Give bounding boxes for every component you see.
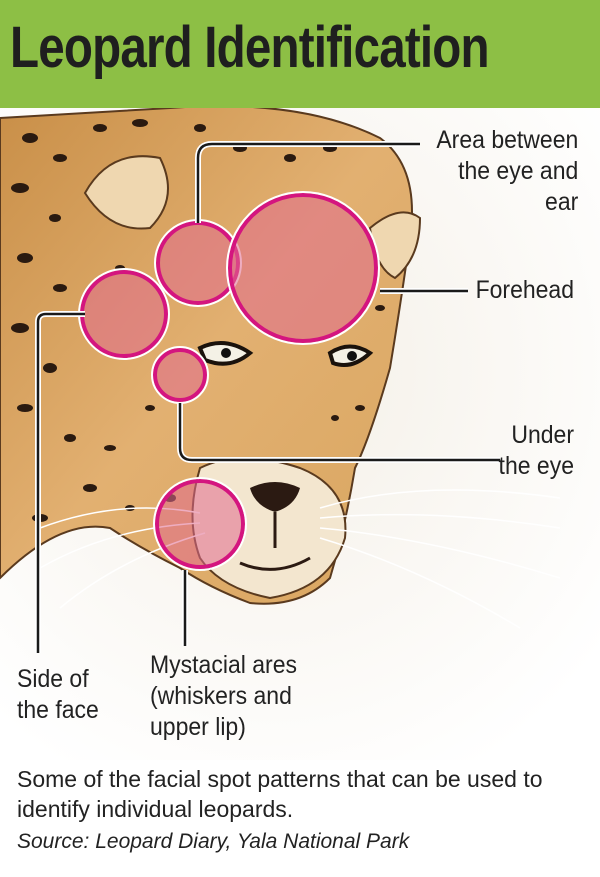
- label-under-eye-line2: the eye: [498, 452, 574, 480]
- title-banner: Leopard Identification: [0, 0, 600, 108]
- leader-lines-core: [36, 142, 500, 653]
- forehead-circle-outline: [226, 191, 380, 345]
- mystacial-circle-outline: [153, 477, 247, 571]
- label-side-face: Side of the face: [17, 664, 99, 726]
- left-ear: [83, 155, 169, 230]
- label-mystacial: Mystacial ares (whiskers and upper lip): [150, 650, 297, 743]
- label-mystacial-line2: (whiskers and: [150, 682, 292, 710]
- label-mystacial-line3: upper lip): [150, 713, 246, 741]
- mouth: [239, 512, 311, 571]
- label-eye-ear-line3: ear: [544, 188, 578, 216]
- under-eye-circle: [153, 348, 207, 402]
- highlight-circles: [78, 191, 380, 571]
- page-title: Leopard Identification: [10, 15, 490, 80]
- eye-ear-circle: [156, 221, 240, 305]
- label-side-face-line2: the face: [17, 696, 99, 724]
- leopard-illustration: [0, 108, 600, 760]
- label-side-face-line1: Side of: [17, 665, 89, 693]
- label-mystacial-line1: Mystacial ares: [150, 651, 297, 679]
- source-credit: Source: Leopard Diary, Yala National Par…: [17, 830, 410, 853]
- label-eye-ear: Area between the eye and ear: [436, 125, 578, 218]
- label-under-eye-line1: Under: [511, 421, 574, 449]
- label-eye-ear-line1: Area between: [436, 126, 578, 154]
- nose: [250, 482, 300, 512]
- fur-spots: [11, 119, 385, 522]
- side-face-circle: [80, 270, 168, 358]
- left-pupil: [221, 348, 231, 358]
- mystacial-circle: [155, 479, 245, 569]
- forehead-circle: [228, 193, 378, 343]
- label-eye-ear-line2: the eye and: [457, 157, 578, 185]
- label-forehead-line1: Forehead: [475, 276, 574, 304]
- label-forehead: Forehead: [476, 275, 574, 306]
- caption: Some of the facial spot patterns that ca…: [17, 766, 543, 822]
- label-under-eye: Under the eye: [499, 420, 574, 482]
- right-pupil: [347, 351, 357, 361]
